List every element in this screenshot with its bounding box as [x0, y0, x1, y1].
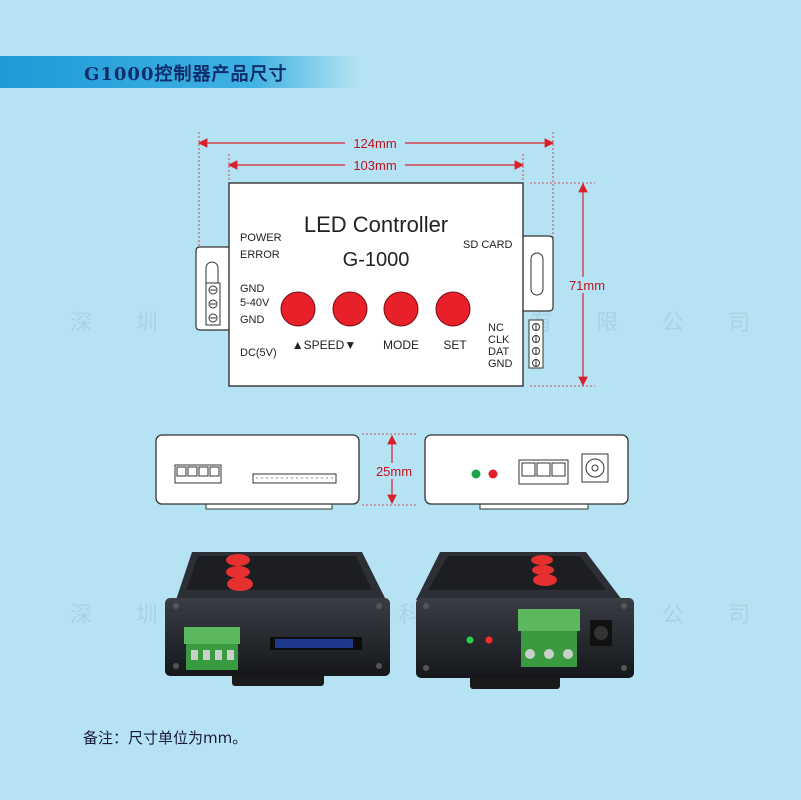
dimension-body-width: 103mm: [227, 154, 525, 182]
controller-title: LED Controller: [304, 212, 448, 237]
dimension-thickness: 25mm: [362, 433, 418, 506]
power-led: [471, 469, 481, 479]
side-view-right: [424, 434, 629, 510]
voltage-label: 5-40V: [240, 297, 270, 309]
product-photo-left: [165, 552, 390, 686]
set-label: SET: [443, 338, 467, 352]
pin-label-nc: NC: [488, 322, 504, 334]
power-terminal-block: [205, 282, 221, 326]
footer-note: 备注：尺寸单位为mm。: [83, 729, 248, 747]
error-label: ERROR: [240, 249, 280, 261]
side-view-left: [155, 434, 360, 510]
speed-up-button: [332, 291, 368, 327]
thickness-label: 25mm: [376, 464, 412, 479]
body-width-label: 103mm: [353, 158, 396, 173]
gnd-top-label: GND: [240, 283, 265, 295]
mode-label: MODE: [383, 338, 419, 352]
signal-terminal-block: [528, 319, 544, 369]
dc-label: DC(5V): [240, 347, 277, 359]
height-label: 71mm: [569, 278, 605, 293]
mode-button: [383, 291, 419, 327]
power-label: POWER: [240, 232, 282, 244]
gnd-bottom-label: GND: [240, 314, 265, 326]
error-led: [488, 469, 498, 479]
dimension-overall-width: 124mm: [197, 132, 555, 250]
pin-label-gnd: GND: [488, 358, 513, 370]
front-panel-drawing: LED Controller G-1000 POWER ERROR GND 5-…: [195, 182, 554, 387]
sd-card-label: SD CARD: [463, 239, 513, 251]
pin-label-clk: CLK: [488, 334, 510, 346]
dimension-height: 71mm: [530, 182, 609, 387]
overall-width-label: 124mm: [353, 136, 396, 151]
model-name: G-1000: [343, 249, 410, 271]
pin-label-dat: DAT: [488, 346, 509, 358]
speed-down-button: [280, 291, 316, 327]
title-banner: [0, 56, 360, 88]
set-button: [435, 291, 471, 327]
product-photo-right: [416, 552, 634, 689]
speed-label: ▲SPEED▼: [292, 338, 356, 352]
page-title: G1000控制器产品尺寸: [84, 64, 288, 85]
